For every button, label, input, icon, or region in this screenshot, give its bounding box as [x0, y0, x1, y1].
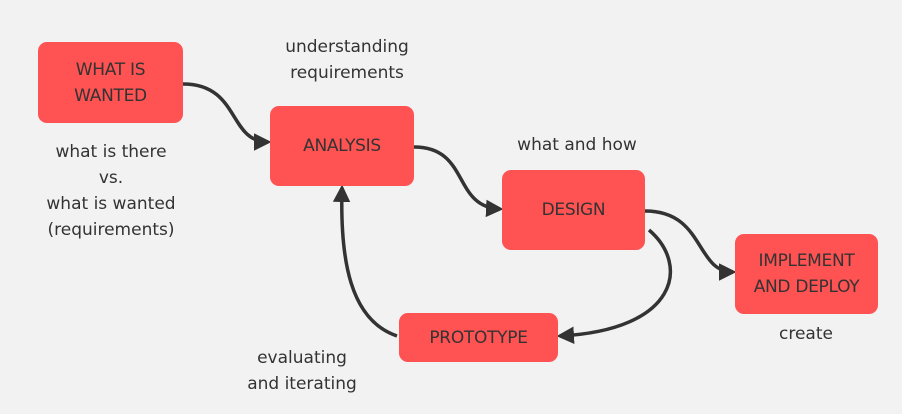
node-design: DESIGN — [502, 170, 645, 250]
node-prototype: PROTOTYPE — [399, 313, 558, 362]
node-what-is-wanted: WHAT IS WANTED — [38, 42, 183, 123]
node-analysis: ANALYSIS — [270, 106, 414, 186]
caption-understanding-requirements: understanding requirements — [285, 37, 409, 83]
arrow-wanted-to-analysis — [182, 82, 272, 151]
caption-evaluating-and-iterating: evaluating and iterating — [247, 348, 357, 394]
arrow-design-to-prototype — [556, 228, 673, 345]
node-implement-and-deploy: IMPLEMENT AND DEPLOY — [735, 234, 878, 314]
caption-what-is-there: what is there vs. what is wanted (requir… — [46, 142, 176, 240]
arrow-prototype-to-analysis — [332, 184, 398, 338]
arrow-design-to-implement — [644, 209, 737, 281]
caption-create: create — [779, 324, 833, 344]
arrow-analysis-to-design — [413, 145, 504, 218]
caption-what-and-how: what and how — [517, 135, 637, 155]
